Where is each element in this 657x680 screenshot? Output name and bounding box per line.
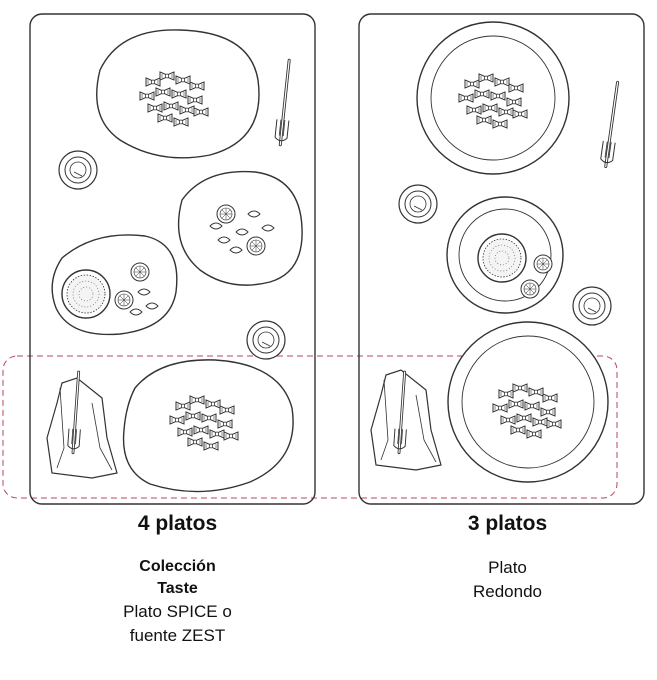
sauce-bowl-icon [572, 286, 612, 326]
left-desc-line1: Plato SPICE o [123, 602, 232, 621]
napkin-icon [46, 377, 118, 479]
left-caption: 4 platos Colección Taste Plato SPICE o f… [70, 512, 285, 648]
round-plate-top [416, 21, 570, 175]
sauce-bowl-icon [398, 184, 438, 224]
lemon-slice-icon [130, 262, 150, 282]
left-desc-line2: fuente ZEST [129, 626, 226, 645]
sauce-bowl-icon [246, 320, 286, 360]
right-title: 3 platos [467, 512, 548, 535]
risotto-bowl-icon [477, 233, 527, 283]
round-plate-bottom [447, 321, 609, 483]
right-caption: 3 platos Plato Redondo [400, 512, 615, 604]
right-desc-line2: Redondo [472, 582, 542, 601]
oval-plate-top [96, 29, 260, 159]
dashed-outline [2, 355, 618, 499]
oval-plate-middle [177, 170, 303, 286]
left-tray [29, 13, 316, 505]
oval-plate-lower [51, 234, 178, 336]
fork-icon [272, 58, 297, 147]
table-setting-diagram [2, 13, 645, 505]
oval-plate-bottom [122, 359, 294, 493]
lemon-slice-icon [216, 204, 236, 224]
collection-label: Colección [139, 558, 216, 575]
right-desc-line1: Plato [488, 558, 527, 577]
lemon-slice-icon [520, 279, 540, 299]
napkin-icon [370, 369, 442, 471]
right-tray [358, 13, 645, 505]
round-plate-middle [446, 196, 564, 314]
risotto-bowl-icon [61, 269, 111, 319]
lemon-slice-icon [533, 254, 553, 274]
sauce-bowl-icon [58, 150, 98, 190]
lemon-slice-icon [246, 236, 266, 256]
fork-icon [598, 80, 626, 169]
lemon-slice-icon [114, 290, 134, 310]
collection-name: Taste [157, 580, 198, 597]
left-title: 4 platos [137, 512, 218, 535]
